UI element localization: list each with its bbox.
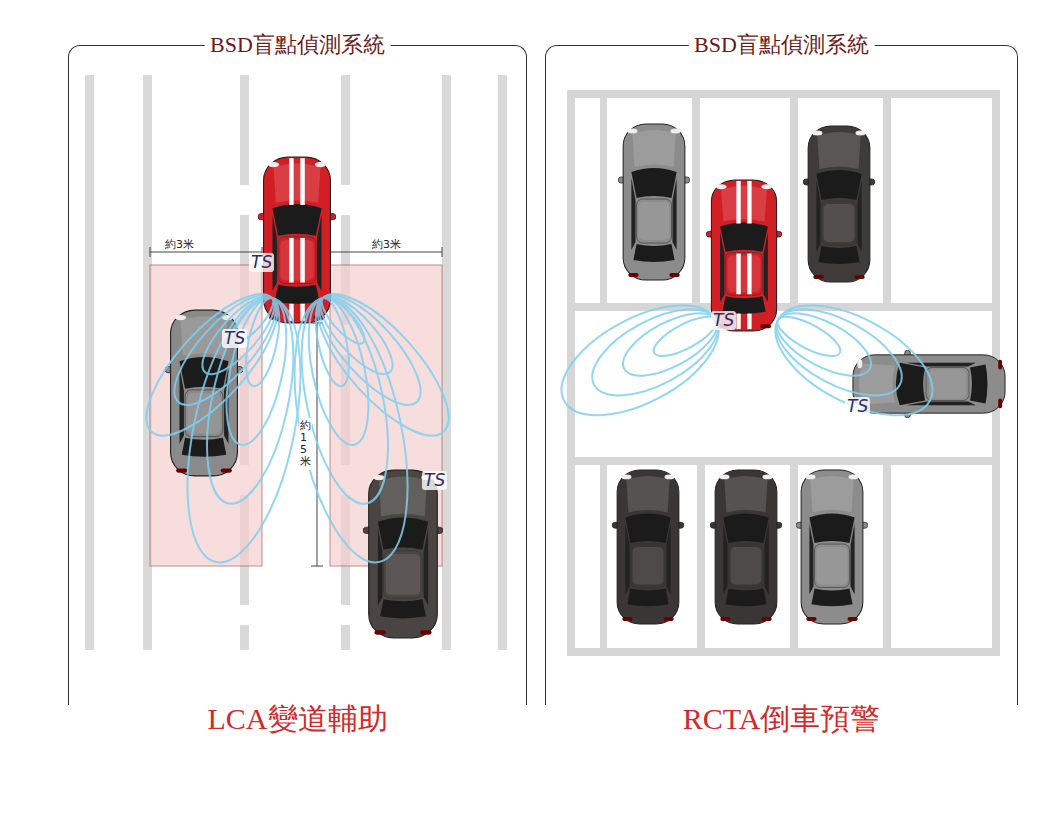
dimension-label: 約3米 <box>163 238 196 251</box>
sensor-mark: TS <box>249 253 274 272</box>
panel-title: BSD盲點偵測系統 <box>204 32 391 58</box>
sensor-mark: TS <box>222 329 247 348</box>
panel-caption: RCTA倒車預警 <box>683 699 881 739</box>
panel-title: BSD盲點偵測系統 <box>688 32 875 58</box>
sensor-mark: TS <box>845 397 870 416</box>
sensor-mark: TS <box>711 311 736 330</box>
panel-frame: BSD盲點偵測系統LCA變道輔助 <box>68 45 527 705</box>
sensor-mark: TS <box>422 471 447 490</box>
dimension-label: 約15米 <box>299 418 312 470</box>
dimension-label: 約3米 <box>370 238 403 251</box>
panel-frame: BSD盲點偵測系統RCTA倒車預警 <box>545 45 1018 705</box>
panel-caption: LCA變道輔助 <box>208 699 388 739</box>
